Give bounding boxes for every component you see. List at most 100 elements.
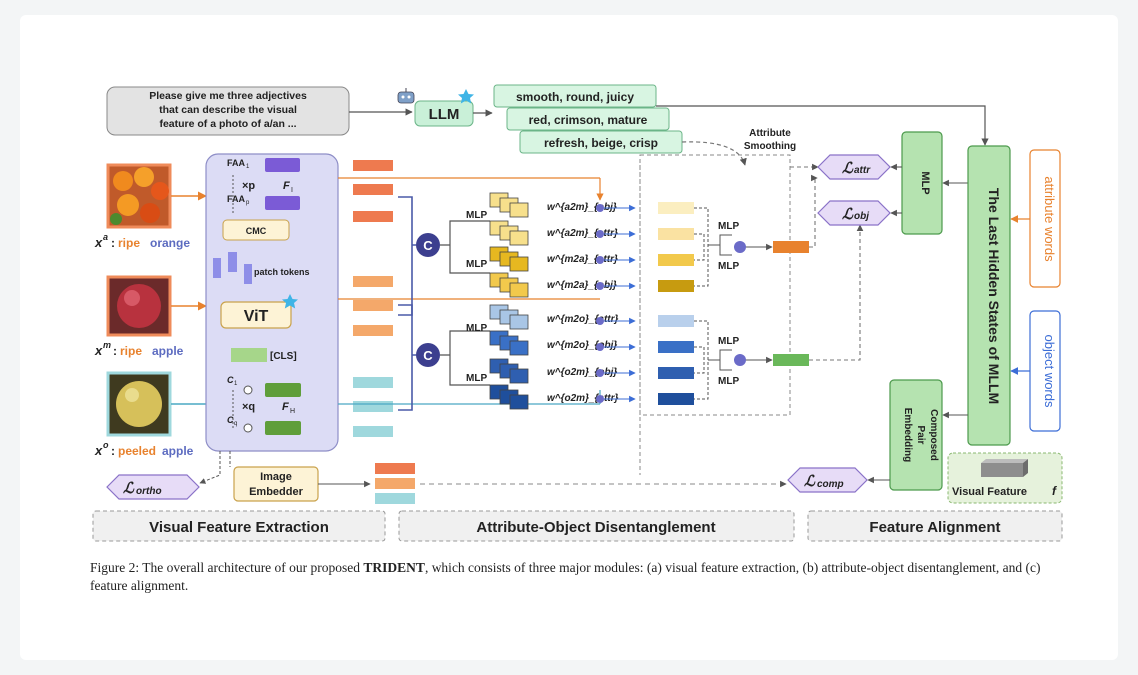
patch-tokens-label: patch tokens bbox=[254, 267, 310, 277]
cmc-label: CMC bbox=[246, 226, 267, 236]
concat-node-bottom: C bbox=[416, 343, 440, 367]
weight-label: w^{m2a}_{obj} bbox=[547, 280, 617, 291]
llm-block: LLM bbox=[397, 88, 474, 127]
svg-text:obj: obj bbox=[854, 211, 869, 222]
mlp-label: MLP bbox=[718, 221, 739, 232]
loss-obj: ℒ obj bbox=[817, 200, 891, 226]
vit-label: ViT bbox=[244, 308, 269, 325]
adjective-line: smooth, round, juicy bbox=[516, 90, 634, 104]
input-sup: o bbox=[103, 440, 109, 450]
input-image-orange bbox=[106, 163, 172, 229]
weight-label: w^{o2m}_{attr} bbox=[547, 393, 619, 404]
visual-feature-box: Visual Feature f bbox=[947, 452, 1063, 504]
svg-text:object words: object words bbox=[1042, 335, 1057, 408]
adjective-list: smooth, round, juicy red, crimson, matur… bbox=[493, 84, 683, 154]
attribute-smoothing-label: Attribute bbox=[749, 128, 791, 139]
svg-text:ℒ: ℒ bbox=[842, 160, 854, 177]
mlp-label: MLP bbox=[466, 210, 487, 221]
prompt-line-3: feature of a photo of a/an ... bbox=[159, 118, 296, 130]
visual-encoder-panel: FAA 1 ×p F I FAA p CMC patch tokens ViT … bbox=[205, 153, 339, 452]
svg-text::: : bbox=[113, 344, 117, 358]
mllm-hidden-states: The Last Hidden States of MLLM bbox=[967, 145, 1011, 446]
attribute-feature bbox=[773, 241, 809, 253]
input-attr: peeled bbox=[118, 444, 156, 458]
attribute-smoothing-label: Smoothing bbox=[744, 141, 796, 152]
svg-text:attribute words: attribute words bbox=[1042, 176, 1057, 262]
image-embedder: Image Embedder bbox=[233, 466, 319, 502]
svg-text:Composed: Composed bbox=[928, 409, 939, 461]
section-attribute-object-disentanglement: Attribute-Object Disentanglement bbox=[398, 510, 795, 542]
concat-label: C bbox=[423, 238, 433, 253]
svg-text:Pair: Pair bbox=[915, 426, 926, 445]
patch-tokens-icon bbox=[213, 252, 252, 284]
cls-token bbox=[231, 348, 267, 362]
composed-pair-embedding: Composed Pair Embedding bbox=[889, 379, 943, 491]
section-visual-feature-extraction: Visual Feature Extraction bbox=[92, 510, 386, 542]
weighting-nodes bbox=[596, 204, 604, 403]
mlp-label: MLP bbox=[718, 261, 739, 272]
mllm-label: The Last Hidden States of MLLM bbox=[986, 188, 1002, 404]
attention-weights-bottom bbox=[489, 304, 529, 410]
input-sup: m bbox=[103, 340, 111, 350]
svg-text:ℒ: ℒ bbox=[842, 206, 854, 223]
object-words-box: object words bbox=[1029, 310, 1061, 432]
svg-text:comp: comp bbox=[817, 479, 844, 490]
adjective-line: refresh, beige, crisp bbox=[544, 136, 658, 150]
concat-node-top: C bbox=[416, 233, 440, 257]
caption-model-name: TRIDENT bbox=[363, 560, 425, 575]
input-image-red-apple bbox=[106, 275, 172, 337]
figure-card: Please give me three adjectives that can… bbox=[20, 15, 1118, 660]
svg-text:Embedder: Embedder bbox=[249, 486, 304, 498]
input-obj: apple bbox=[152, 344, 184, 358]
section-feature-alignment: Feature Alignment bbox=[807, 510, 1063, 542]
input-obj: apple bbox=[162, 444, 194, 458]
figure-caption: Figure 2: The overall architecture of ou… bbox=[90, 559, 1075, 595]
robot-icon bbox=[397, 88, 415, 104]
cq-label: C bbox=[227, 415, 234, 425]
svg-text::: : bbox=[111, 444, 115, 458]
svg-text:I: I bbox=[291, 187, 293, 194]
svg-text:1: 1 bbox=[246, 164, 250, 170]
prompt-line-1: Please give me three adjectives bbox=[149, 90, 307, 102]
svg-text:Image: Image bbox=[260, 471, 292, 483]
disentangled-features bbox=[658, 202, 694, 405]
weight-label: w^{m2o}_{obj} bbox=[547, 340, 617, 351]
faa-label: FAA bbox=[227, 194, 246, 204]
attribute-words-box: attribute words bbox=[1029, 149, 1061, 288]
mlp-label: MLP bbox=[466, 259, 487, 270]
loss-ortho: ℒ ortho bbox=[106, 474, 200, 500]
svg-text:attr: attr bbox=[854, 165, 871, 176]
input-obj: orange bbox=[150, 236, 190, 250]
svg-text:Attribute-Object Disentangleme: Attribute-Object Disentanglement bbox=[476, 519, 715, 536]
weight-label: w^{m2o}_{attr} bbox=[547, 314, 619, 325]
encoder-output-tokens bbox=[353, 160, 393, 437]
svg-text:ortho: ortho bbox=[136, 486, 162, 497]
object-feature bbox=[773, 354, 809, 366]
input-sup: a bbox=[103, 232, 108, 242]
prompt-line-2: that can describe the visual bbox=[159, 104, 297, 116]
caption-suffix: , which consists of three major modules:… bbox=[90, 560, 1041, 593]
adapter-block bbox=[265, 421, 301, 435]
svg-text:q: q bbox=[234, 421, 237, 427]
loss-comp: ℒ comp bbox=[787, 467, 868, 493]
right-mlp: MLP bbox=[901, 131, 943, 235]
fusion-node bbox=[734, 354, 746, 366]
loss-attr: ℒ attr bbox=[817, 154, 891, 180]
weight-label: w^{o2m}_{obj} bbox=[547, 367, 617, 378]
svg-text:H: H bbox=[290, 408, 295, 415]
caption-prefix: Figure 2: The overall architecture of ou… bbox=[90, 560, 364, 575]
feature-fi-label: F bbox=[283, 180, 290, 192]
svg-text:MLP: MLP bbox=[919, 171, 931, 194]
input-image-peeled-apple bbox=[106, 371, 172, 437]
input-attr: ripe bbox=[120, 344, 142, 358]
times-q-label: ×q bbox=[242, 401, 255, 413]
weight-labels: w^{a2m}_{obj} w^{a2m}_{attr} w^{m2a}_{at… bbox=[547, 202, 619, 404]
faa-block bbox=[265, 158, 300, 172]
times-p-label: ×p bbox=[242, 180, 255, 192]
svg-text:Visual Feature Extraction: Visual Feature Extraction bbox=[149, 519, 329, 536]
weight-label: w^{m2a}_{attr} bbox=[547, 254, 618, 265]
faa-block bbox=[265, 196, 300, 210]
adjective-line: red, crimson, mature bbox=[529, 113, 648, 127]
c1-label: C bbox=[227, 375, 234, 385]
prompt-box: Please give me three adjectives that can… bbox=[106, 86, 350, 136]
